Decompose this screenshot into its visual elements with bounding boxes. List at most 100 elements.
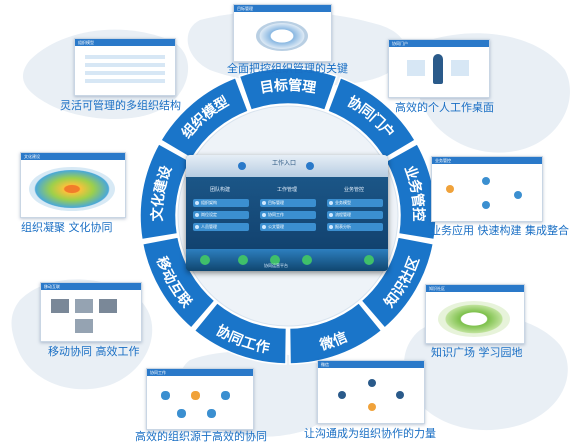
- column-item[interactable]: 组织架构: [193, 199, 249, 207]
- thumb-title: 目标管理: [237, 6, 253, 11]
- column-title: 团队构建: [209, 187, 230, 193]
- caption-wechat: 让沟通成为组织协作的力量: [304, 427, 436, 440]
- thumb-node: [207, 409, 216, 418]
- caption-collaboration: 高效的组织源于高效的协同: [135, 430, 267, 443]
- thumb-titlebar: 业务管控: [432, 157, 542, 164]
- thumb-collaboration: 协同工作: [146, 368, 254, 430]
- ring-segment[interactable]: [360, 236, 435, 330]
- ring-segment[interactable]: [384, 142, 437, 241]
- thumb-node: [396, 391, 404, 399]
- thumb-photo: [75, 319, 93, 333]
- ring-segment[interactable]: [326, 76, 417, 160]
- column-item[interactable]: 岗位设定: [193, 211, 249, 219]
- thumb-tree-line: [85, 71, 165, 75]
- ring-segment[interactable]: [238, 67, 338, 112]
- ring-segment[interactable]: [193, 301, 288, 365]
- thumb-node: [221, 391, 230, 400]
- thumb-tree-line: [85, 79, 165, 83]
- thumb-title: 知识社区: [429, 286, 445, 291]
- ring-segment[interactable]: [159, 76, 250, 160]
- thumb-titlebar: 知识社区: [426, 285, 524, 292]
- screen-column-team: 团队构建 组织架构 岗位设定 人员管理: [189, 187, 251, 231]
- thumb-panel-right: [451, 60, 469, 76]
- thumb-node: [368, 403, 376, 411]
- thumb-node: [482, 177, 490, 185]
- column-item[interactable]: 目标管理: [260, 199, 316, 207]
- thumb-node: [338, 391, 346, 399]
- thumb-person-graphic: [433, 54, 443, 84]
- column-title: 工作管理: [276, 187, 297, 193]
- thumb-portal: 协同门户: [388, 39, 490, 98]
- thumb-node: [368, 379, 376, 387]
- thumb-title: 协同工作: [150, 370, 166, 375]
- thumb-knowledge: 知识社区: [425, 284, 525, 344]
- column-title: 业务管控: [343, 187, 364, 193]
- caption-culture: 组织凝聚 文化协同: [21, 221, 113, 234]
- thumb-photo: [75, 299, 93, 313]
- screen-column-business: 业务管控 业务模型 流程管理 报表分析: [323, 187, 385, 231]
- thumb-tree-line: [85, 55, 165, 59]
- thumb-titlebar: 文化建设: [21, 153, 125, 160]
- column-item[interactable]: 公文管理: [260, 223, 316, 231]
- dock-icon[interactable]: [270, 255, 280, 265]
- thumb-title: 移动互联: [44, 284, 60, 289]
- dock-icon[interactable]: [238, 255, 248, 265]
- thumb-mobile: 移动互联: [40, 282, 142, 342]
- dock-icon[interactable]: [364, 255, 374, 265]
- thumb-photo: [51, 299, 69, 313]
- thumb-node: [177, 409, 186, 418]
- thumb-knowledge-dial: [438, 301, 510, 337]
- screen-left-icon: [238, 162, 246, 170]
- thumb-titlebar: 组织模型: [75, 39, 175, 46]
- caption-org-model: 灵活可管理的多组织结构: [60, 99, 181, 112]
- caption-knowledge: 知识广场 学习园地: [431, 346, 523, 359]
- thumb-tree-line: [85, 63, 165, 67]
- screen-column-work: 工作管理 目标管理 协同工作 公文管理: [256, 187, 318, 231]
- thumb-business-control: 业务管控: [431, 156, 543, 222]
- portal-screen: 工作入口 团队构建 组织架构 岗位设定 人员管理 工作管理 目标管理 协同工作 …: [186, 155, 388, 271]
- caption-mobile: 移动协同 高效工作: [48, 345, 140, 358]
- ring-segment[interactable]: [139, 142, 192, 241]
- screen-dock: 协同运营平台: [186, 249, 388, 271]
- thumb-dial-graphic: [256, 21, 308, 51]
- thumb-node: [514, 191, 522, 199]
- screen-header: 工作入口: [186, 155, 388, 177]
- column-item[interactable]: 人员管理: [193, 223, 249, 231]
- thumb-node: [191, 391, 200, 400]
- thumb-wechat: 微信: [317, 360, 425, 424]
- thumb-node: [446, 185, 454, 193]
- thumb-titlebar: 微信: [318, 361, 424, 368]
- thumb-node: [161, 391, 170, 400]
- dock-icon[interactable]: [200, 255, 210, 265]
- thumb-org-model: 组织模型: [74, 38, 176, 96]
- dock-icon[interactable]: [302, 255, 312, 265]
- thumb-culture-dial: [29, 167, 115, 211]
- caption-goal-management: 全面把控组织管理的关键: [227, 62, 348, 75]
- thumb-title: 文化建设: [24, 154, 40, 159]
- dock-label: 协同运营平台: [264, 263, 288, 268]
- ring-segment[interactable]: [141, 236, 216, 330]
- thumb-node: [482, 201, 490, 209]
- thumb-culture: 文化建设: [20, 152, 126, 218]
- caption-business-control: 业务应用 快速构建 集成整合: [430, 224, 569, 237]
- thumb-titlebar: 协同门户: [389, 40, 489, 47]
- thumb-photo: [99, 299, 117, 313]
- thumb-titlebar: 目标管理: [234, 5, 331, 12]
- thumb-title: 业务管控: [435, 158, 451, 163]
- thumb-title: 协同门户: [392, 41, 408, 46]
- column-item[interactable]: 流程管理: [327, 211, 383, 219]
- screen-right-icon: [306, 162, 314, 170]
- thumb-panel-left: [407, 60, 425, 76]
- thumb-titlebar: 协同工作: [147, 369, 253, 376]
- thumb-titlebar: 移动互联: [41, 283, 141, 290]
- column-item[interactable]: 协同工作: [260, 211, 316, 219]
- thumb-goal-management: 目标管理: [233, 4, 332, 62]
- screen-brand: 工作入口: [272, 160, 297, 167]
- column-item[interactable]: 业务模型: [327, 199, 383, 207]
- caption-portal: 高效的个人工作桌面: [395, 101, 494, 114]
- ring-segment[interactable]: [288, 301, 383, 365]
- column-item[interactable]: 报表分析: [327, 223, 383, 231]
- thumb-title: 微信: [321, 362, 329, 367]
- thumb-title: 组织模型: [78, 40, 94, 45]
